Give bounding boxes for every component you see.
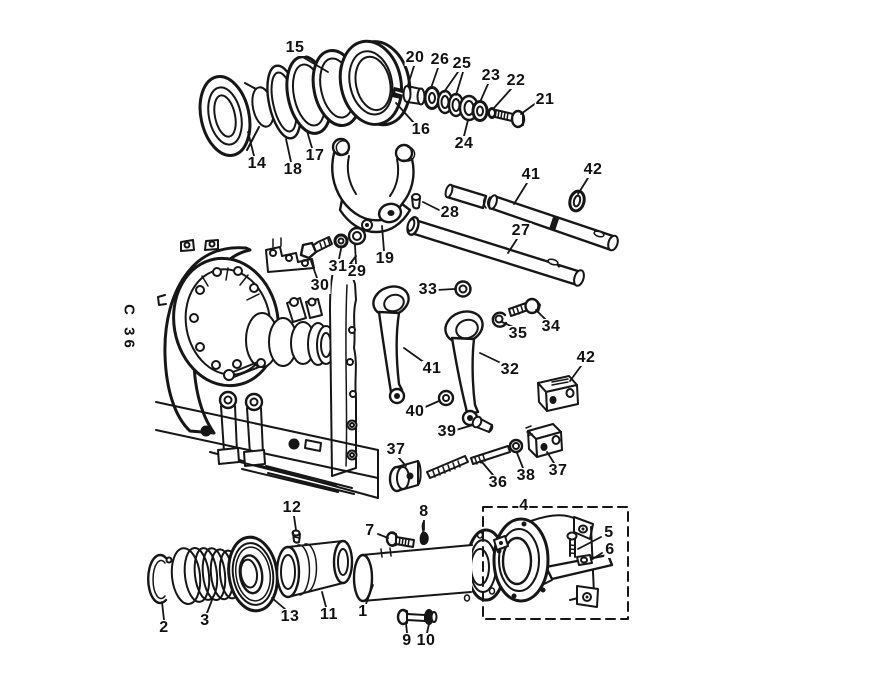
part-20-bushing: [402, 85, 426, 106]
part-12-pin: [291, 529, 301, 544]
lever-group: [372, 280, 579, 493]
release-fork-19: [331, 137, 421, 234]
callout-9-43: 9: [401, 632, 413, 649]
part-30-bolt: [299, 236, 333, 260]
part-11-sleeve: [275, 539, 354, 599]
part-38-nut: [508, 438, 524, 454]
callout-42-13: 42: [582, 161, 604, 178]
part-25-washers: [436, 89, 465, 118]
callout-33-20: 33: [417, 281, 439, 298]
part-26-seal-ring: [423, 86, 441, 110]
part-37-trunnion-block-right: [525, 423, 563, 458]
part-13-seal-ring: [227, 535, 279, 613]
callout-32-24: 32: [499, 361, 521, 378]
figure-code: C 36: [120, 304, 138, 352]
callout-34-22: 34: [540, 318, 562, 335]
callout-19-16: 19: [374, 250, 396, 267]
part-33-nut: [454, 280, 472, 298]
part-7-bolt: [385, 531, 415, 548]
cross-shafts: [406, 183, 619, 287]
callout-30-19: 30: [309, 277, 331, 294]
callout-39-27: 39: [436, 423, 458, 440]
callout-11-41: 11: [319, 606, 339, 623]
part-41-lever: [372, 285, 410, 405]
part-34-bolt: [508, 297, 541, 317]
callout-25-3: 25: [451, 55, 473, 72]
part-42-snap-ring: [568, 189, 586, 213]
callout-16-7: 16: [410, 121, 432, 138]
release-bearing-group: [198, 39, 526, 157]
part-31-lock-washer: [333, 233, 349, 249]
part-37-trunnion-block-left: [388, 460, 422, 493]
bottom-group: [147, 520, 507, 626]
callout-26-2: 26: [429, 51, 451, 68]
part-5-bolt: [566, 531, 578, 558]
callout-3-39: 3: [199, 612, 211, 629]
part-14-carrier: [198, 75, 252, 157]
callout-31-18: 31: [327, 258, 349, 275]
callout-21-6: 21: [534, 91, 556, 108]
part-21-bolt: [494, 109, 526, 129]
callout-29-17: 29: [346, 263, 368, 280]
callout-18-10: 18: [282, 161, 304, 178]
part-40-washer: [437, 389, 455, 407]
callout-41-12: 41: [520, 166, 542, 183]
callout-10-44: 10: [415, 632, 437, 649]
callout-14-9: 14: [246, 155, 268, 172]
part-6-nut: [576, 554, 593, 566]
part-28-pin: [411, 193, 421, 210]
part-41-shaft: [444, 183, 619, 252]
callout-2-38: 2: [158, 619, 170, 636]
part-23-washer: [471, 100, 489, 122]
part-4-housing: [492, 514, 614, 608]
part-16-bearing-housing: [338, 39, 412, 127]
callout-37-28: 37: [385, 441, 407, 458]
callout-17-11: 17: [304, 147, 326, 164]
callout-8-33: 8: [418, 503, 430, 520]
callout-28-14: 28: [439, 204, 461, 221]
part-32-lever: [444, 310, 484, 427]
hanging-links: [217, 390, 355, 495]
callout-7-34: 7: [364, 522, 376, 539]
callout-24-8: 24: [453, 135, 475, 152]
callout-36-29: 36: [487, 474, 509, 491]
part-42-trunnion-block: [537, 375, 579, 412]
part-36-threaded-rod: [426, 445, 511, 479]
callout-40-26: 40: [404, 403, 426, 420]
part-39-pin: [471, 415, 494, 433]
part-9-10-bolt-washer: [396, 608, 438, 626]
callout-22-5: 22: [505, 72, 527, 89]
callout-5-36: 5: [603, 524, 615, 541]
callout-1-42: 1: [357, 603, 369, 620]
callout-13-40: 13: [279, 608, 301, 625]
callout-38-30: 38: [515, 467, 537, 484]
part-4-assembly: [482, 506, 629, 620]
transmission-housing: [155, 237, 379, 499]
callout-20-1: 20: [404, 49, 426, 66]
callout-12-32: 12: [281, 499, 303, 516]
callout-15-0: 15: [284, 39, 306, 56]
part-35-lock-washer: [491, 311, 508, 328]
callout-4-35: 4: [518, 497, 530, 514]
callout-35-21: 35: [507, 325, 529, 342]
callout-23-4: 23: [480, 67, 502, 84]
callout-37-31: 37: [547, 462, 569, 479]
leader-lines: [161, 55, 603, 634]
callout-42-25: 42: [575, 349, 597, 366]
part-29-washer: [347, 226, 367, 246]
callout-6-37: 6: [604, 541, 616, 558]
part-27-shaft: [406, 216, 585, 287]
callout-41-23: 41: [421, 360, 443, 377]
part-2-snap-ring: [147, 553, 173, 605]
callout-27-15: 27: [510, 222, 532, 239]
fork-bolt-group: [299, 226, 367, 260]
